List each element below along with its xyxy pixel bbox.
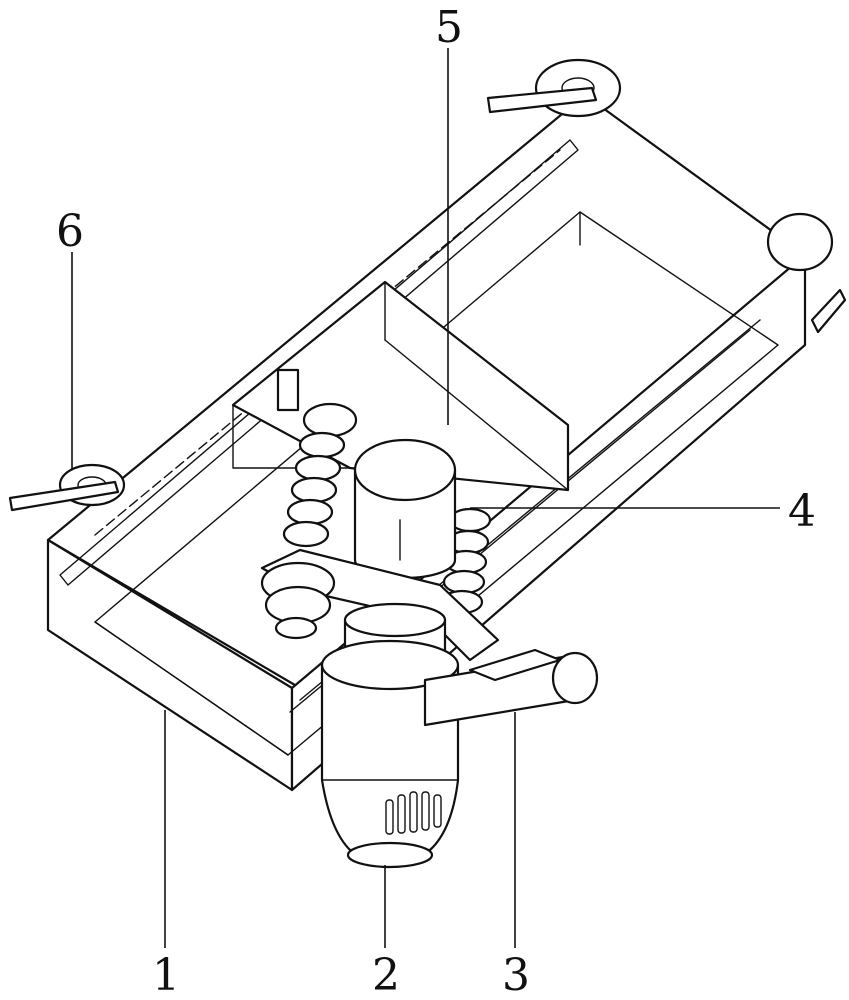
callout-3: 3 — [502, 950, 530, 1000]
spring-left — [282, 402, 358, 548]
wheel-top — [486, 58, 622, 118]
callout-2: 2 — [372, 950, 400, 1000]
wheel-right — [766, 212, 847, 334]
leader-lines — [71, 48, 780, 948]
callout-5: 5 — [435, 2, 463, 53]
callout-4: 4 — [788, 486, 816, 537]
motor-cylinder — [353, 438, 457, 580]
callout-1: 1 — [152, 950, 180, 1000]
wheel-left — [8, 463, 126, 512]
callout-labels: 5 6 4 1 2 3 — [56, 2, 816, 1000]
handle — [423, 648, 599, 727]
callout-6: 6 — [56, 206, 84, 257]
vent-slots — [385, 791, 442, 835]
